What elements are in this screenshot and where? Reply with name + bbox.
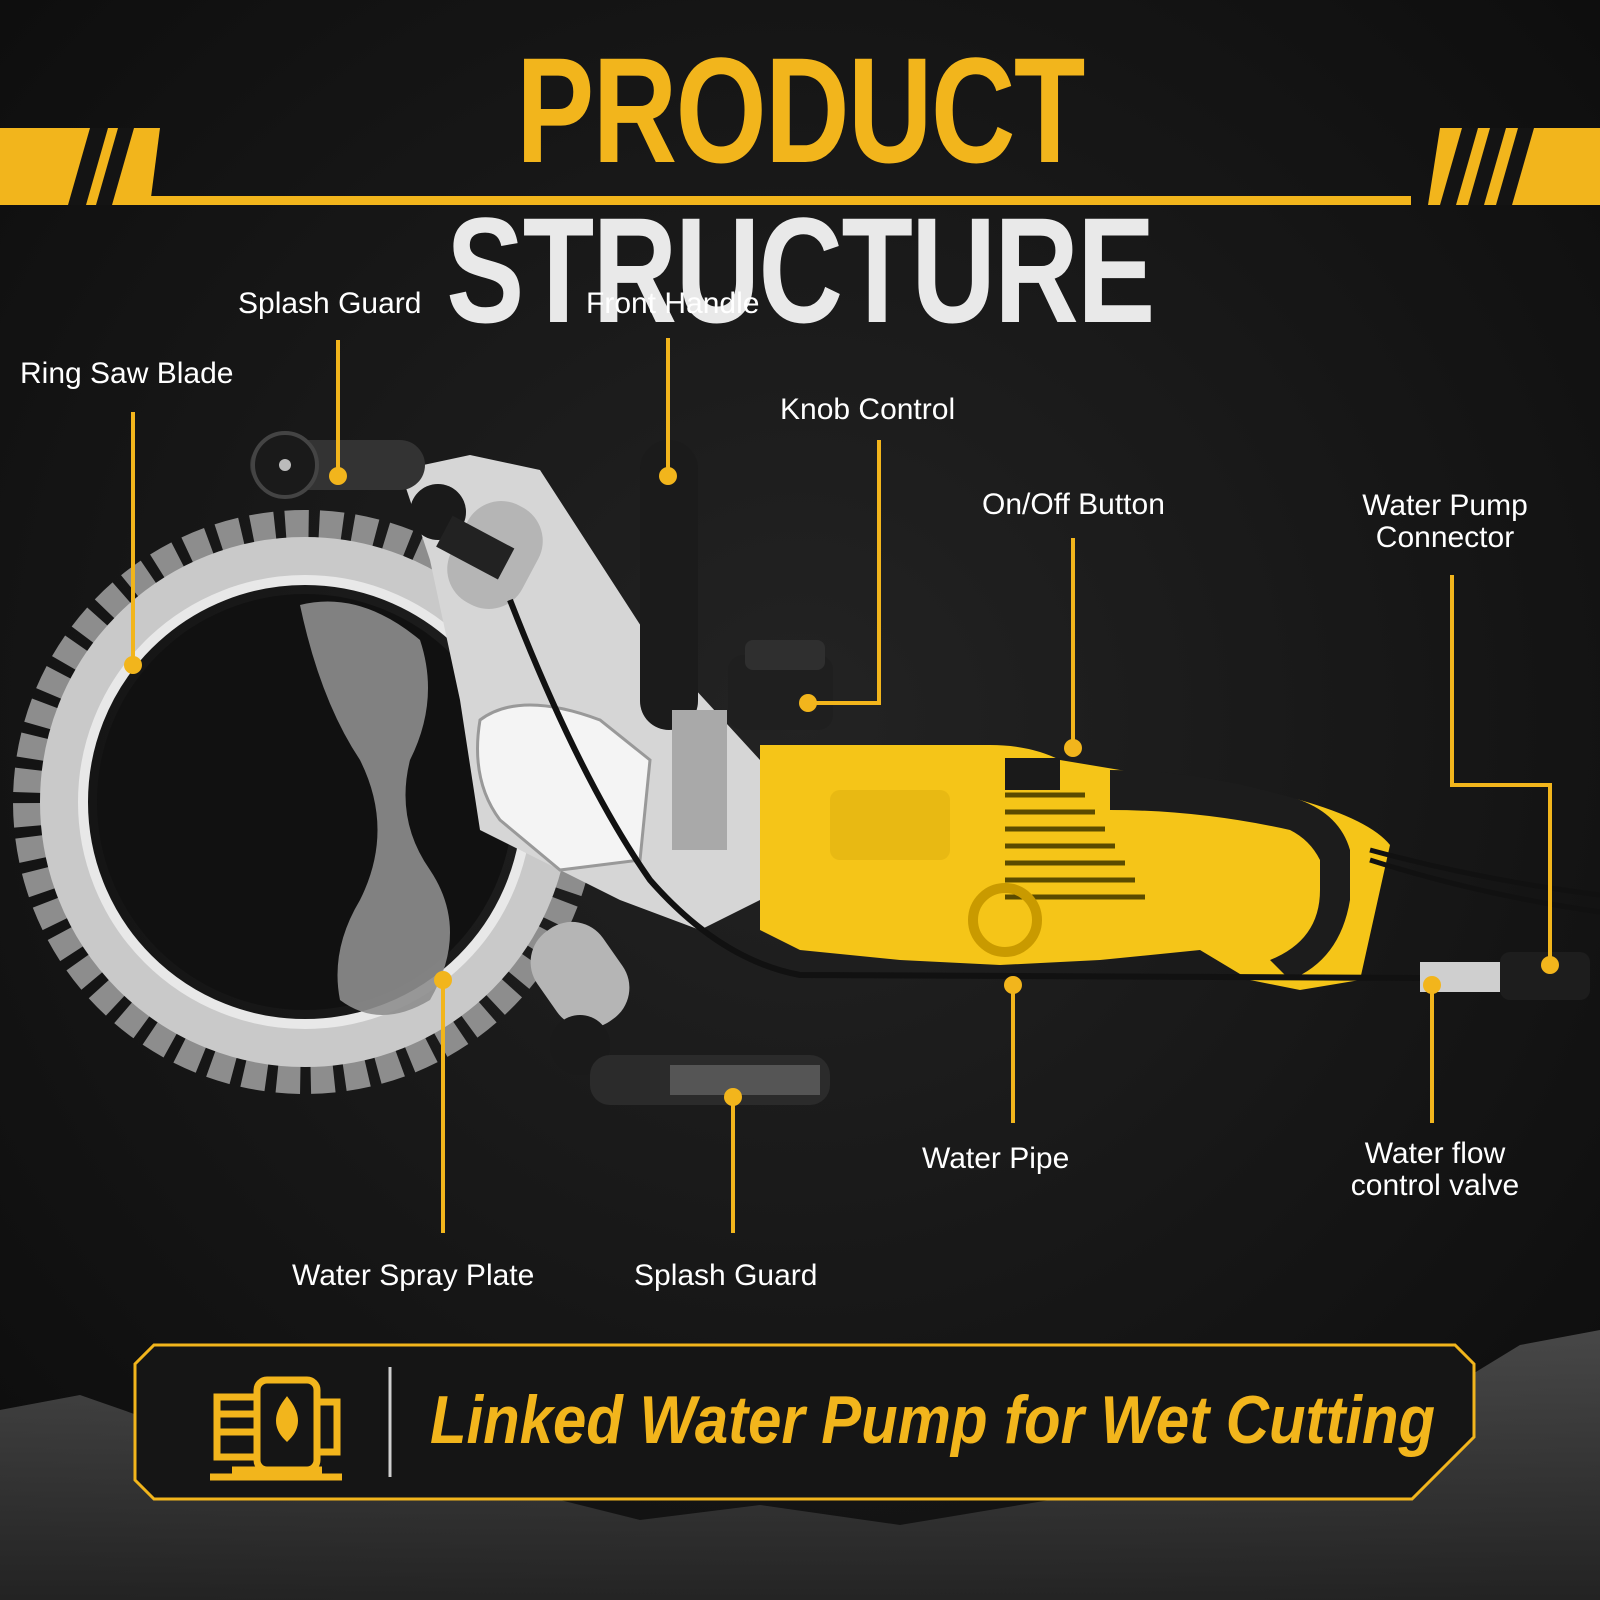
label-water-flow-valve: Water flow control valve: [1330, 1138, 1540, 1202]
dot-front-handle: [659, 467, 677, 485]
feature-banner: [133, 1343, 1476, 1501]
label-ring-saw-blade: Ring Saw Blade: [20, 357, 234, 390]
label-knob-control: Knob Control: [780, 393, 956, 426]
label-water-pump-connector-line1: Water Pump: [1362, 489, 1528, 522]
label-water-spray-plate: Water Spray Plate: [292, 1259, 535, 1292]
dot-water-spray-plate: [434, 971, 452, 989]
page-title: PRODUCT STRUCTURE: [176, 30, 1424, 350]
label-front-handle: Front Handle: [586, 287, 760, 320]
label-on-off-button: On/Off Button: [982, 488, 1165, 521]
rock-rubble: [0, 1330, 1600, 1600]
water-hose: [507, 598, 1421, 981]
on-off-switch: [1005, 758, 1060, 790]
dot-splash-guard-bottom: [724, 1088, 742, 1106]
dot-knob-control: [799, 694, 817, 712]
dot-water-flow-valve: [1423, 976, 1441, 994]
label-water-pump-connector: Water Pump Connector: [1345, 490, 1545, 554]
dot-water-pump-connector: [1541, 956, 1559, 974]
title-part-product: PRODUCT: [516, 26, 1085, 194]
title-block: PRODUCT STRUCTURE: [0, 20, 1600, 350]
dot-water-pipe: [1004, 976, 1022, 994]
label-water-pump-connector-line2: Connector: [1375, 521, 1515, 554]
label-water-flow-valve-line1: Water flow: [1364, 1137, 1506, 1170]
dot-splash-guard-top: [329, 467, 347, 485]
label-splash-guard-top: Splash Guard: [238, 287, 422, 320]
label-water-flow-valve-line2: control valve: [1350, 1169, 1520, 1202]
dot-on-off-button: [1064, 739, 1082, 757]
dot-ring-saw-blade: [124, 656, 142, 674]
title-decoration: [0, 128, 1600, 205]
label-splash-guard-bottom: Splash Guard: [634, 1259, 818, 1292]
title-part-structure: STRUCTURE: [446, 186, 1155, 354]
water-spray-plate: [300, 601, 450, 1015]
banner-text: Linked Water Pump for Wet Cutting: [430, 1382, 1436, 1458]
water-pump-icon: [210, 1376, 342, 1481]
label-water-pipe: Water Pipe: [922, 1142, 1070, 1175]
